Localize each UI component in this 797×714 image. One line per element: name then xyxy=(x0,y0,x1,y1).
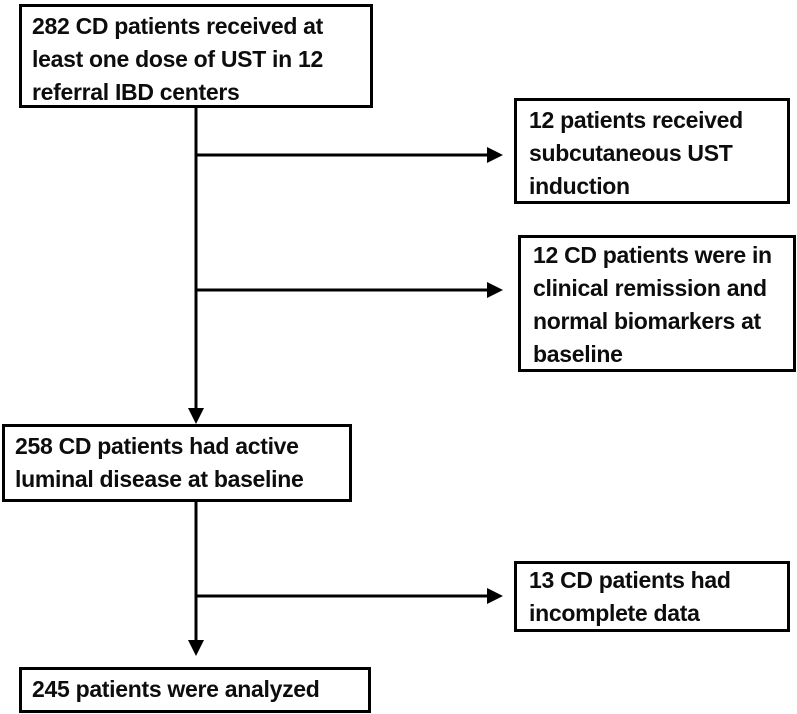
arrow-to-remission xyxy=(196,282,503,298)
flow-box-active-luminal: 258 CD patients had active luminal disea… xyxy=(2,424,352,502)
arrow-active-luminal-to-analyzed xyxy=(188,502,204,656)
arrow-enrolled-to-active-luminal xyxy=(188,108,204,424)
flow-box-analyzed: 245 patients were analyzed xyxy=(19,667,371,713)
flow-box-remission: 12 CD patients were in clinical remissio… xyxy=(518,235,796,372)
arrow-to-sc-induction xyxy=(196,147,503,163)
flow-box-enrolled: 282 CD patients received at least one do… xyxy=(19,4,373,108)
flow-box-incomplete-data: 13 CD patients had incomplete data xyxy=(514,561,790,632)
flow-box-sc-induction: 12 patients received subcutaneous UST in… xyxy=(514,98,790,204)
arrow-to-incomplete-data xyxy=(196,588,503,604)
